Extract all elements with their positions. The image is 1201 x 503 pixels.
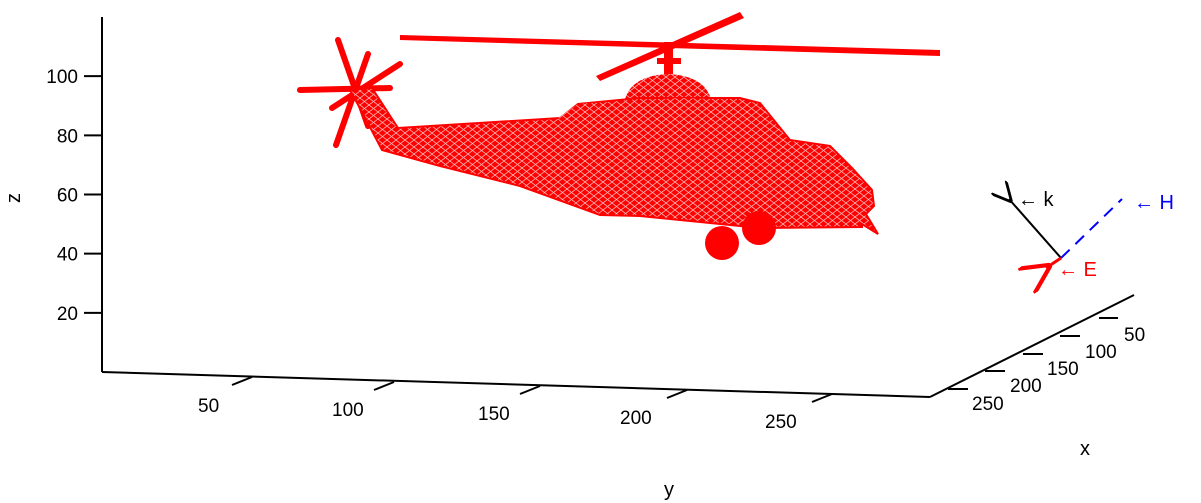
x-tick-label: 150 (1047, 359, 1079, 380)
y-tick (373, 381, 395, 391)
h-vector (1060, 198, 1123, 259)
x-axis-title: x (1080, 438, 1090, 460)
z-tick-label: 60 (57, 186, 78, 207)
x-tick-labels: 50 100 150 200 250 (972, 325, 1145, 415)
landing-wheel (705, 226, 739, 260)
x-ticks (948, 317, 1118, 390)
y-tick (519, 385, 541, 395)
z-tick-label: 40 (57, 245, 78, 266)
y-tick-label: 50 (198, 396, 219, 417)
cockpit-canopy (558, 98, 760, 132)
y-tick (811, 393, 833, 403)
x-tick-label: 200 (1010, 376, 1042, 397)
engine-dome (624, 74, 712, 104)
landing-wheel (742, 211, 776, 245)
y-axis-title: y (664, 479, 674, 501)
rotor-hub (657, 58, 681, 64)
helicopter-mesh (297, 12, 940, 260)
x-tick-label: 250 (972, 394, 1004, 415)
y-tick-label: 150 (478, 404, 510, 425)
k-vector (1009, 199, 1062, 259)
y-tick-label: 200 (620, 408, 652, 429)
x-tick-label: 100 (1085, 342, 1117, 363)
y-tick (231, 376, 253, 386)
x-axis-line (929, 294, 1135, 398)
h-vector-label: ← H (1134, 192, 1174, 214)
z-ticks: 20 40 60 80 100 (46, 67, 102, 325)
y-tick-label: 250 (765, 412, 797, 433)
z-tick-label: 100 (46, 67, 78, 88)
y-ticks (231, 376, 833, 403)
y-tick (666, 389, 688, 399)
k-vector-label: ← k (1018, 189, 1055, 211)
y-tick-labels: 50 100 150 200 250 (198, 396, 797, 433)
x-tick-label: 50 (1124, 325, 1145, 346)
e-vector (1046, 256, 1062, 268)
z-tick-label: 80 (57, 126, 78, 147)
y-tick-label: 100 (332, 400, 364, 421)
field-vectors: ← k ← H ← E (1009, 189, 1174, 281)
z-tick-label: 20 (57, 304, 78, 325)
z-axis-title: z (3, 193, 25, 203)
y-axis-line (101, 371, 931, 398)
e-vector-label: ← E (1058, 259, 1097, 281)
